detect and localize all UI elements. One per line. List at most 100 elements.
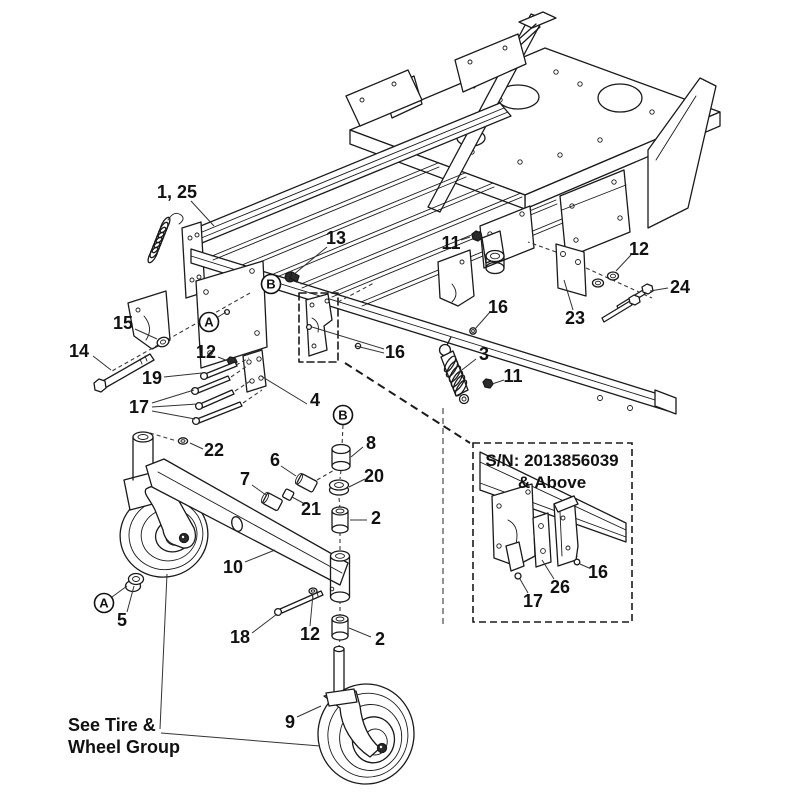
leader-line	[217, 356, 229, 362]
leader-line	[649, 287, 669, 292]
callout-17-inset: 17	[519, 578, 543, 611]
bolt-14	[93, 353, 155, 393]
callout-21: 21	[291, 496, 321, 519]
callout-ref-a-bottom: A	[93, 585, 128, 614]
callout-text-6: 6	[270, 450, 280, 470]
leader-line	[563, 279, 574, 311]
callout-text-ref-b-top: B	[266, 277, 275, 292]
callout-ref-b-top: B	[260, 273, 282, 295]
callout-16-b: 16	[474, 297, 508, 330]
callout-1-25: 1, 25	[157, 182, 215, 227]
reference-circle	[93, 592, 115, 614]
leader-line	[280, 465, 297, 477]
callout-text-11-b: 11	[503, 366, 522, 386]
leader-line	[519, 578, 529, 594]
callout-text-21: 21	[301, 499, 321, 519]
leader-line	[190, 200, 215, 227]
washer-15	[156, 336, 170, 348]
callout-4: 4	[260, 375, 320, 410]
callout-5: 5	[117, 585, 135, 630]
callout-text-22: 22	[204, 440, 224, 460]
reference-circle	[260, 273, 282, 295]
callout-13: 13	[292, 228, 346, 276]
leader-line	[474, 311, 491, 330]
spacer-6	[294, 472, 318, 493]
callout-text-26: 26	[550, 577, 570, 597]
callout-text-12-b: 12	[629, 239, 649, 259]
callout-text-16-inset: 16	[588, 562, 608, 582]
leader-line	[348, 478, 366, 488]
caster-arm-art	[119, 431, 415, 785]
callout-7: 7	[240, 469, 267, 496]
callout-12-c: 12	[300, 593, 320, 644]
leader-line	[189, 442, 204, 450]
leader-line	[355, 345, 385, 354]
callout-ref-a-top: A	[198, 311, 227, 333]
bolt-near-a	[223, 308, 231, 316]
callout-text-19: 19	[142, 368, 162, 388]
callout-text-7: 7	[240, 469, 250, 489]
floor-slats	[211, 162, 588, 307]
leader-line	[348, 627, 372, 638]
reference-circle	[198, 311, 220, 333]
callout-text-3: 3	[479, 344, 489, 364]
note-line1: See Tire &	[68, 715, 156, 735]
deck-lift-spring	[147, 212, 184, 264]
callout-text-23: 23	[565, 308, 585, 328]
sn-line1: S/N: 2013856039	[485, 451, 618, 470]
mount-plate-4	[242, 349, 267, 393]
callout-text-10: 10	[223, 557, 243, 577]
frame-assembly-art	[127, 11, 721, 415]
callout-text-8: 8	[366, 433, 376, 453]
leader-line	[292, 246, 328, 276]
shock-and-hardware-art	[93, 230, 654, 426]
callout-8: 8	[350, 433, 376, 458]
bolt-19	[199, 361, 238, 381]
spacer-21	[281, 488, 295, 501]
bolt-18	[273, 590, 324, 617]
sn-inset-border	[472, 442, 633, 623]
callout-24: 24	[649, 277, 690, 297]
callout-10: 10	[223, 549, 276, 577]
callout-text-15: 15	[113, 313, 133, 333]
caster-arm	[145, 458, 349, 586]
leader-line	[457, 358, 477, 374]
leader-line	[350, 446, 364, 458]
callout-11-b: 11	[491, 366, 523, 386]
callout-26: 26	[541, 559, 570, 597]
callout-16-a: 16	[311, 326, 405, 362]
callout-text-16-a: 16	[385, 342, 405, 362]
callout-9: 9	[285, 705, 322, 732]
leader-line	[126, 585, 135, 613]
pivot-post	[132, 431, 154, 481]
callout-3: 3	[457, 344, 489, 374]
leader-line	[134, 328, 158, 340]
callout-11-a: 11	[441, 233, 471, 253]
callout-text-9: 9	[285, 712, 295, 732]
leader-line	[244, 549, 276, 563]
leader-line	[151, 403, 198, 408]
leader-line	[541, 559, 555, 580]
callout-17-a: 17	[129, 389, 198, 420]
callout-text-16-b: 16	[488, 297, 508, 317]
callout-text-17-a: 17	[129, 397, 149, 417]
callout-text-20: 20	[364, 466, 384, 486]
spacer-7	[260, 491, 283, 511]
callout-15: 15	[113, 313, 158, 340]
nut-22	[177, 437, 189, 445]
bushing-2b	[331, 614, 349, 641]
cap-8	[331, 443, 351, 472]
callout-6: 6	[270, 450, 297, 477]
nut-16b	[469, 327, 477, 335]
leader-line	[251, 613, 278, 634]
callout-12-b: 12	[615, 239, 649, 272]
callout-22: 22	[189, 440, 224, 460]
leader-line	[111, 585, 128, 598]
leader-line	[291, 496, 306, 505]
bushing-2a	[331, 506, 349, 534]
leader-line	[579, 563, 590, 569]
callout-19: 19	[142, 368, 203, 388]
